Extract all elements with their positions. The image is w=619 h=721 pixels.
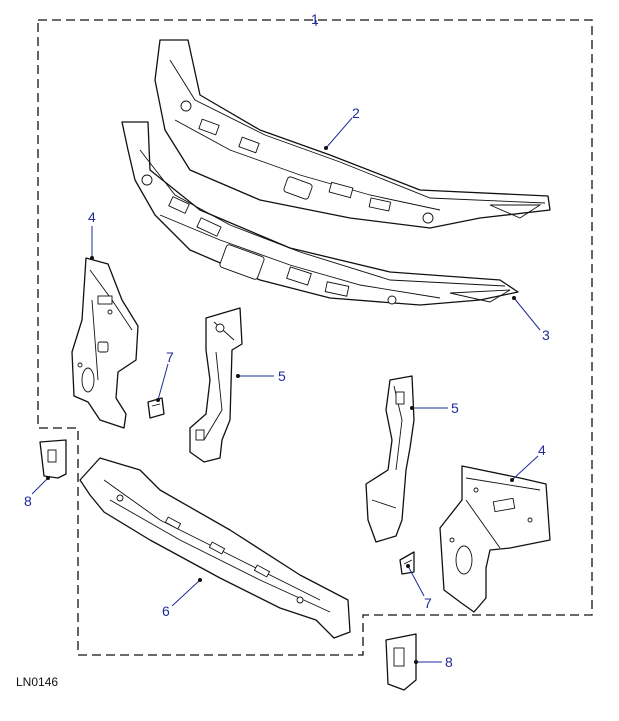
callout-4-right: 4 — [538, 442, 546, 458]
callout-7-left: 7 — [166, 349, 174, 365]
callout-2: 2 — [352, 105, 360, 121]
callout-8-left: 8 — [24, 493, 32, 509]
lower-cross-panel — [121, 121, 519, 306]
upper-cross-panel — [154, 39, 551, 229]
right-small-clip — [399, 551, 415, 575]
callout-1: 1 — [311, 11, 319, 27]
callout-3: 3 — [542, 327, 550, 343]
callout-4-left: 4 — [88, 209, 96, 225]
callout-5-right: 5 — [451, 400, 459, 416]
diagram-reference-code: LN0146 — [16, 675, 58, 689]
right-side-bracket — [439, 465, 551, 613]
callout-8-right: 8 — [445, 654, 453, 670]
lower-right-small-bracket — [385, 633, 417, 691]
left-vertical-stiffener — [189, 307, 243, 463]
callout-5-left: 5 — [278, 368, 286, 384]
assembly-boundary — [37, 19, 593, 656]
right-vertical-stiffener — [365, 375, 415, 543]
callout-7-right: 7 — [424, 595, 432, 611]
left-small-clip — [147, 397, 165, 419]
left-small-bracket — [39, 439, 67, 479]
lower-cross-member — [79, 457, 351, 639]
left-side-bracket — [71, 257, 139, 429]
callout-leaders — [31, 20, 541, 664]
callout-6: 6 — [162, 603, 170, 619]
